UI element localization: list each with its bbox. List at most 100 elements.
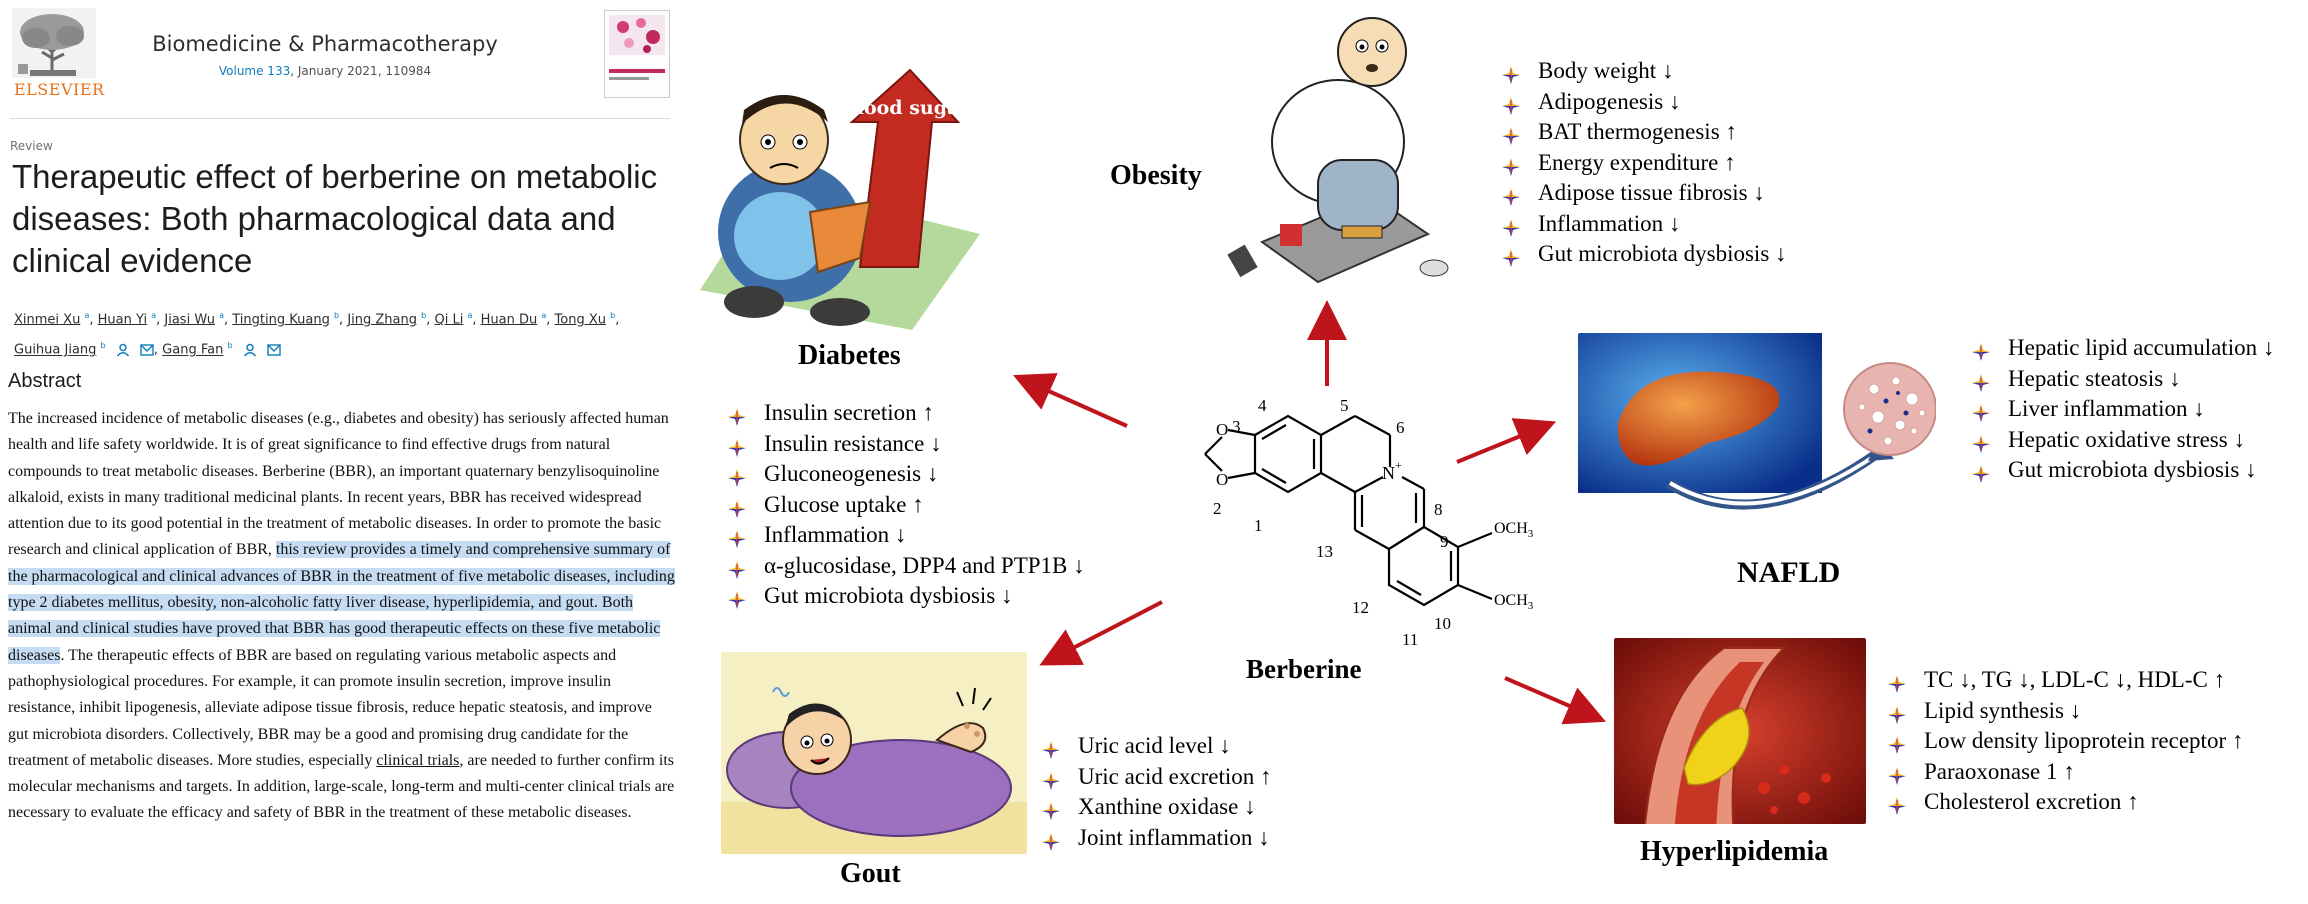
list-item: Xanthine oxidase ↓ bbox=[1042, 792, 1272, 823]
bullet-icon bbox=[1972, 400, 1990, 422]
effect-text: Hepatic oxidative stress ↓ bbox=[2008, 426, 2245, 452]
charge-label: + bbox=[1395, 458, 1402, 472]
bullet-icon bbox=[1502, 215, 1520, 237]
obesity-illustration bbox=[1227, 17, 1449, 284]
author-affiliation[interactable]: b bbox=[610, 311, 616, 320]
effect-text: TC ↓, TG ↓, LDL-C ↓, HDL-C ↑ bbox=[1924, 667, 2226, 692]
journal-cover-thumbnail[interactable] bbox=[604, 10, 670, 98]
author-link[interactable]: Huan Du bbox=[480, 312, 538, 328]
list-item: Gut microbiota dysbiosis ↓ bbox=[1502, 239, 1787, 270]
list-item: Uric acid level ↓ bbox=[1042, 731, 1272, 762]
effect-text: Adipogenesis ↓ bbox=[1538, 88, 1681, 114]
author-link[interactable]: Xinmei Xu bbox=[14, 312, 81, 328]
author-link[interactable]: Jing Zhang bbox=[347, 312, 417, 328]
list-item: Gluconeogenesis ↓ bbox=[728, 459, 1085, 490]
diabetes-label: Diabetes bbox=[798, 340, 901, 371]
bullet-icon bbox=[1502, 154, 1520, 176]
hyperlipidemia-effects: TC ↓, TG ↓, LDL-C ↓, HDL-C ↑ Lipid synth… bbox=[1888, 665, 2243, 818]
author-affiliation[interactable]: a bbox=[467, 311, 473, 320]
clinical-trials-link[interactable]: clinical trials bbox=[376, 751, 460, 769]
bullet-icon bbox=[1888, 763, 1906, 785]
author-affiliation[interactable]: b bbox=[333, 311, 340, 320]
author-link[interactable]: Tingting Kuang bbox=[232, 312, 330, 328]
atom-number: 4 bbox=[1258, 396, 1267, 415]
list-item: Inflammation ↓ bbox=[728, 520, 1085, 551]
email-icon[interactable] bbox=[267, 344, 281, 356]
author-link[interactable]: Tong Xu bbox=[554, 312, 607, 328]
bullet-icon bbox=[1888, 671, 1906, 693]
list-item: Hepatic oxidative stress ↓ bbox=[1972, 425, 2274, 456]
effect-text: Hepatic lipid accumulation ↓ bbox=[2008, 335, 2275, 360]
author-affiliation[interactable]: a bbox=[84, 311, 90, 320]
list-item: Cholesterol excretion ↑ bbox=[1888, 787, 2243, 818]
bullet-icon bbox=[1042, 798, 1060, 820]
author-link[interactable]: Gang Fan bbox=[162, 342, 224, 358]
email-icon[interactable] bbox=[140, 344, 154, 356]
effect-text: Insulin secretion ↑ bbox=[764, 400, 934, 425]
journal-volume: Volume 133, January 2021, 110984 bbox=[120, 64, 530, 78]
list-item: Hepatic steatosis ↓ bbox=[1972, 364, 2274, 395]
methoxy-label: OCH3 bbox=[1494, 520, 1534, 540]
effect-text: Gut microbiota dysbiosis ↓ bbox=[1538, 241, 1787, 266]
bullet-icon bbox=[728, 496, 746, 518]
author-link[interactable]: Huan Yi bbox=[97, 312, 148, 328]
article-type-label: Review bbox=[10, 139, 53, 153]
atom-number: 8 bbox=[1434, 500, 1443, 519]
bullet-icon bbox=[1042, 829, 1060, 851]
nafld-label: NAFLD bbox=[1737, 556, 1841, 589]
atom-number: 1 bbox=[1254, 516, 1263, 535]
author-affiliation[interactable]: a bbox=[541, 311, 547, 320]
author-list: Xinmei Xu a, Huan Yi a, Jiasi Wu a, Ting… bbox=[14, 311, 620, 358]
gout-effects: Uric acid level ↓ Uric acid excretion ↑ … bbox=[1042, 731, 1272, 853]
effect-text: Liver inflammation ↓ bbox=[2008, 396, 2205, 421]
effect-text: Inflammation ↓ bbox=[764, 522, 907, 547]
author-affiliation[interactable]: b bbox=[100, 341, 106, 351]
bullet-icon bbox=[1972, 431, 1990, 453]
list-item: Body weight ↓ bbox=[1502, 56, 1787, 87]
blood-sugar-sign: Blood sugar bbox=[841, 97, 971, 119]
effect-text: Adipose tissue fibrosis ↓ bbox=[1538, 180, 1765, 205]
bullet-icon bbox=[1972, 461, 1990, 483]
author-link[interactable]: Guihua Jiang bbox=[14, 342, 97, 358]
effect-text: Insulin resistance ↓ bbox=[764, 430, 942, 456]
bullet-icon bbox=[728, 435, 746, 457]
list-item: Gut microbiota dysbiosis ↓ bbox=[728, 581, 1085, 612]
abstract-part: The increased incidence of metabolic dis… bbox=[8, 410, 669, 559]
list-item: Paraoxonase 1 ↑ bbox=[1888, 757, 2243, 788]
bullet-icon bbox=[1502, 123, 1520, 145]
bullet-icon bbox=[728, 557, 746, 579]
effect-text: Paraoxonase 1 ↑ bbox=[1924, 758, 2075, 784]
list-item: Adipose tissue fibrosis ↓ bbox=[1502, 178, 1787, 209]
bullet-icon bbox=[1502, 93, 1520, 115]
author-link[interactable]: Qi Li bbox=[434, 312, 464, 328]
volume-date: , January 2021, 110984 bbox=[290, 64, 432, 78]
effect-text: Energy expenditure ↑ bbox=[1538, 149, 1736, 175]
bullet-icon bbox=[1888, 732, 1906, 754]
berberine-label: Berberine bbox=[1246, 654, 1362, 684]
nitrogen-label: N bbox=[1382, 463, 1395, 483]
effect-text: Cholesterol excretion ↑ bbox=[1924, 789, 2139, 814]
journal-title[interactable]: Biomedicine & Pharmacotherapy bbox=[152, 32, 498, 56]
list-item: Lipid synthesis ↓ bbox=[1888, 696, 2243, 727]
author-affiliation[interactable]: b bbox=[421, 311, 427, 320]
oxygen-label: O bbox=[1216, 420, 1228, 439]
person-icon[interactable] bbox=[116, 343, 130, 357]
bullet-icon bbox=[1888, 702, 1906, 724]
effect-text: Xanthine oxidase ↓ bbox=[1078, 794, 1256, 819]
bullet-icon bbox=[1888, 793, 1906, 815]
atom-number: 13 bbox=[1316, 542, 1333, 561]
nafld-illustration bbox=[1578, 333, 1936, 510]
author-affiliation[interactable]: b bbox=[227, 341, 233, 351]
oxygen-label: O bbox=[1216, 470, 1228, 489]
effect-text: Low density lipoprotein receptor ↑ bbox=[1924, 728, 2244, 753]
atom-number: 5 bbox=[1340, 396, 1349, 415]
bullet-icon bbox=[728, 404, 746, 426]
author-link[interactable]: Jiasi Wu bbox=[164, 312, 215, 328]
volume-link[interactable]: Volume 133 bbox=[218, 64, 291, 78]
bullet-icon bbox=[1972, 339, 1990, 361]
bullet-icon bbox=[1502, 184, 1520, 206]
author-affiliation[interactable]: a bbox=[219, 311, 224, 320]
person-icon[interactable] bbox=[243, 343, 257, 357]
author-affiliation[interactable]: a bbox=[151, 311, 157, 320]
effect-text: Lipid synthesis ↓ bbox=[1924, 697, 2082, 723]
